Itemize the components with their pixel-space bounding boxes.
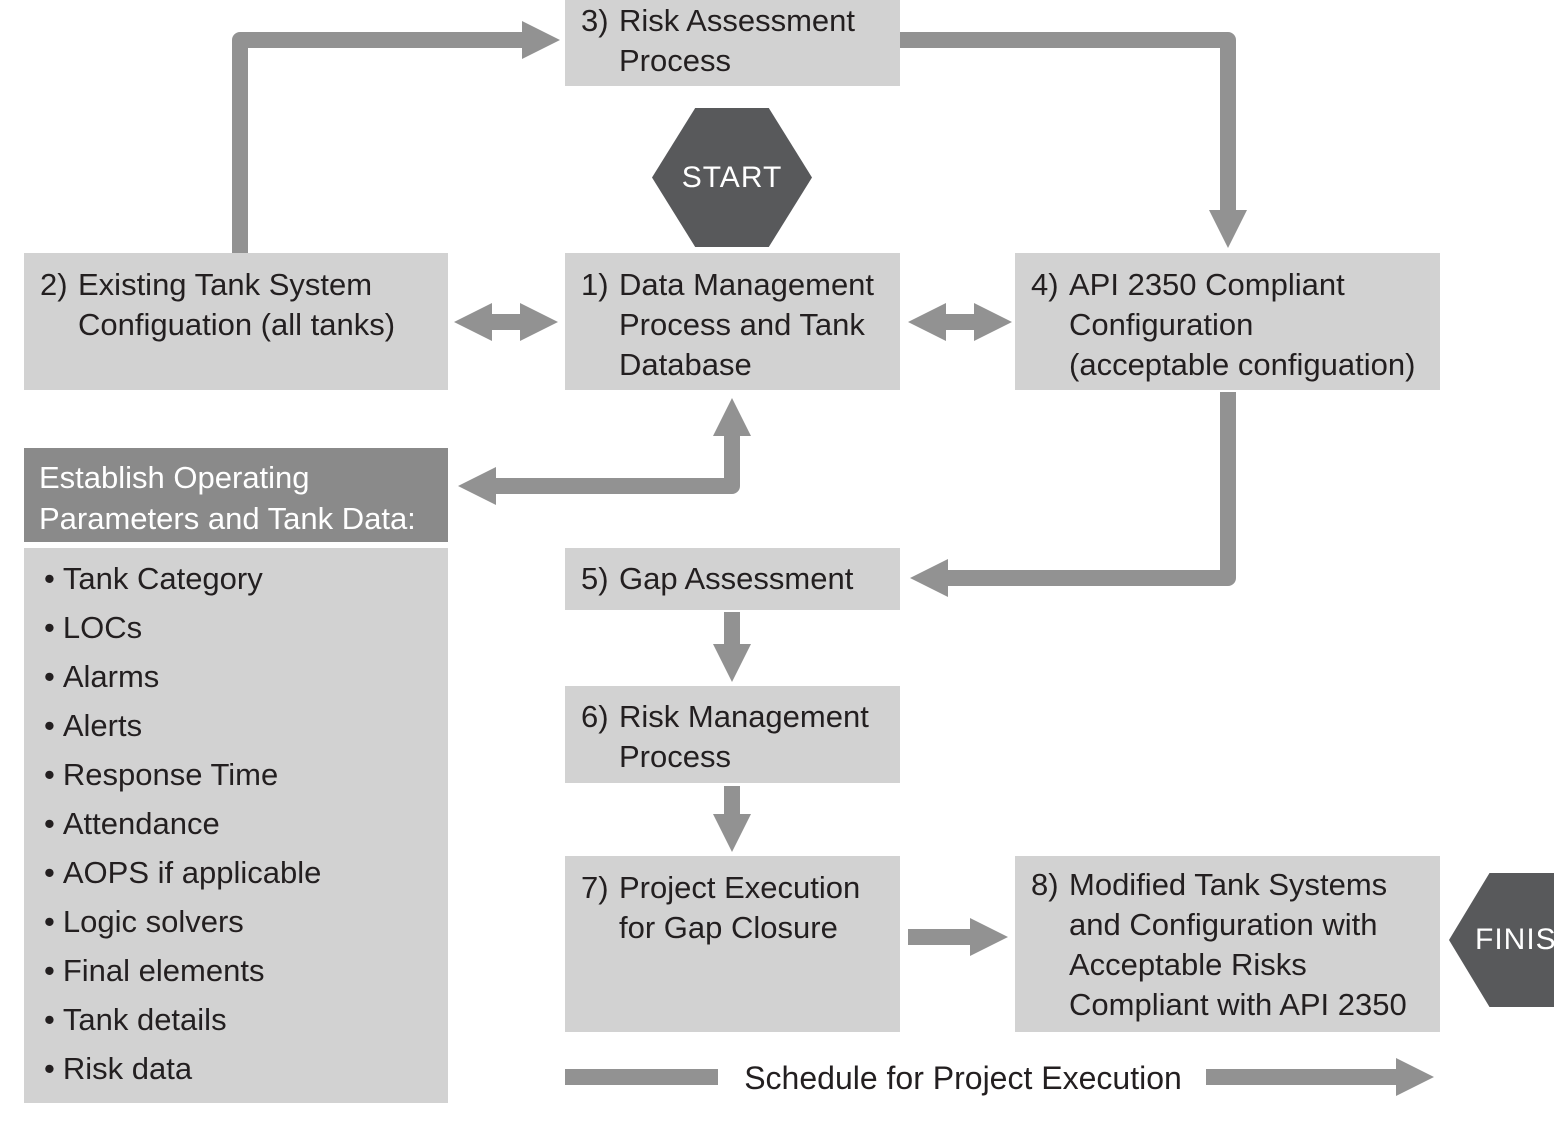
parameters-list: •Tank Category •LOCs •Alarms •Alerts •Re… — [44, 554, 448, 1093]
bullet-icon: • — [44, 904, 55, 939]
start-label: START — [681, 160, 783, 194]
box-number: 8) — [1031, 867, 1059, 902]
list-item-label: Logic solvers — [62, 904, 244, 939]
box-text: Existing Tank System Configuation (all t… — [78, 267, 396, 342]
arrow-box2-to-box3 — [232, 21, 560, 253]
list-item: •Tank details — [44, 995, 448, 1044]
list-item-label: LOCs — [62, 610, 143, 645]
bullet-icon: • — [44, 806, 55, 841]
flow-box-7: 7) Project Execution for Gap Closure — [565, 856, 900, 1032]
finish-label: FINISH — [1475, 923, 1554, 956]
flow-box-1: 1) Data Management Process and Tank Data… — [565, 253, 900, 390]
schedule-label: Schedule for Project Execution — [744, 1060, 1182, 1096]
bullet-icon: • — [44, 610, 55, 645]
box-text: Risk Assessment Process — [619, 3, 856, 78]
list-item-label: Attendance — [62, 806, 220, 841]
flow-box-6: 6) Risk Management Process — [565, 686, 900, 783]
bullet-icon: • — [44, 1002, 55, 1037]
list-item: •Response Time — [44, 750, 448, 799]
box-number: 2) — [40, 267, 68, 302]
box-text: Modified Tank Systems and Configuration … — [1069, 867, 1407, 1022]
box-number: 1) — [581, 267, 609, 302]
bullet-icon: • — [44, 757, 55, 792]
list-item-label: Response Time — [62, 757, 279, 792]
box-number: 5) — [581, 561, 609, 596]
list-item-label: Tank Category — [62, 561, 263, 596]
bullet-icon: • — [44, 659, 55, 694]
bullet-icon: • — [44, 561, 55, 596]
parameters-header-text: Establish Operating Parameters and Tank … — [39, 460, 416, 536]
list-item: •Tank Category — [44, 554, 448, 603]
list-item-label: Final elements — [62, 953, 265, 988]
flow-box-5: 5) Gap Assessment — [565, 548, 900, 610]
box-number: 3) — [581, 3, 609, 38]
bullet-icon: • — [44, 953, 55, 988]
list-item-label: Risk data — [62, 1051, 193, 1086]
box-text: Project Execution for Gap Closure — [619, 870, 861, 945]
box-text: API 2350 Compliant Configuration (accept… — [1069, 267, 1416, 382]
list-item: •Risk data — [44, 1044, 448, 1093]
arrow-box4-to-box5 — [910, 392, 1236, 597]
list-item: •Alerts — [44, 701, 448, 750]
list-item: •AOPS if applicable — [44, 848, 448, 897]
box-number: 4) — [1031, 267, 1059, 302]
list-item-label: Alarms — [62, 659, 160, 694]
list-item-label: Tank details — [62, 1002, 227, 1037]
bullet-icon: • — [44, 708, 55, 743]
arrow-box3-to-box4 — [900, 32, 1247, 248]
flow-box-4: 4) API 2350 Compliant Configuration (acc… — [1015, 253, 1440, 390]
list-item: •Final elements — [44, 946, 448, 995]
list-item: •Attendance — [44, 799, 448, 848]
flow-box-2: 2) Existing Tank System Configuation (al… — [24, 253, 448, 390]
arrow-parameters-box1-bidirectional — [458, 398, 751, 505]
list-item-label: AOPS if applicable — [62, 855, 322, 890]
flow-box-3: 3) Risk Assessment Process — [565, 0, 900, 86]
list-item: •Alarms — [44, 652, 448, 701]
flow-box-8: 8) Modified Tank Systems and Configurati… — [1015, 856, 1440, 1032]
list-item: •LOCs — [44, 603, 448, 652]
box-text: Data Management Process and Tank Databas… — [619, 267, 875, 382]
box-number: 6) — [581, 699, 609, 734]
box-text: Risk Management Process — [619, 699, 869, 774]
bullet-icon: • — [44, 855, 55, 890]
parameters-header: Establish Operating Parameters and Tank … — [24, 448, 448, 542]
parameters-panel: •Tank Category •LOCs •Alarms •Alerts •Re… — [24, 548, 448, 1103]
list-item-label: Alerts — [62, 708, 143, 743]
list-item: •Logic solvers — [44, 897, 448, 946]
box-number: 7) — [581, 870, 609, 905]
box-text: Gap Assessment — [619, 561, 854, 596]
bullet-icon: • — [44, 1051, 55, 1086]
